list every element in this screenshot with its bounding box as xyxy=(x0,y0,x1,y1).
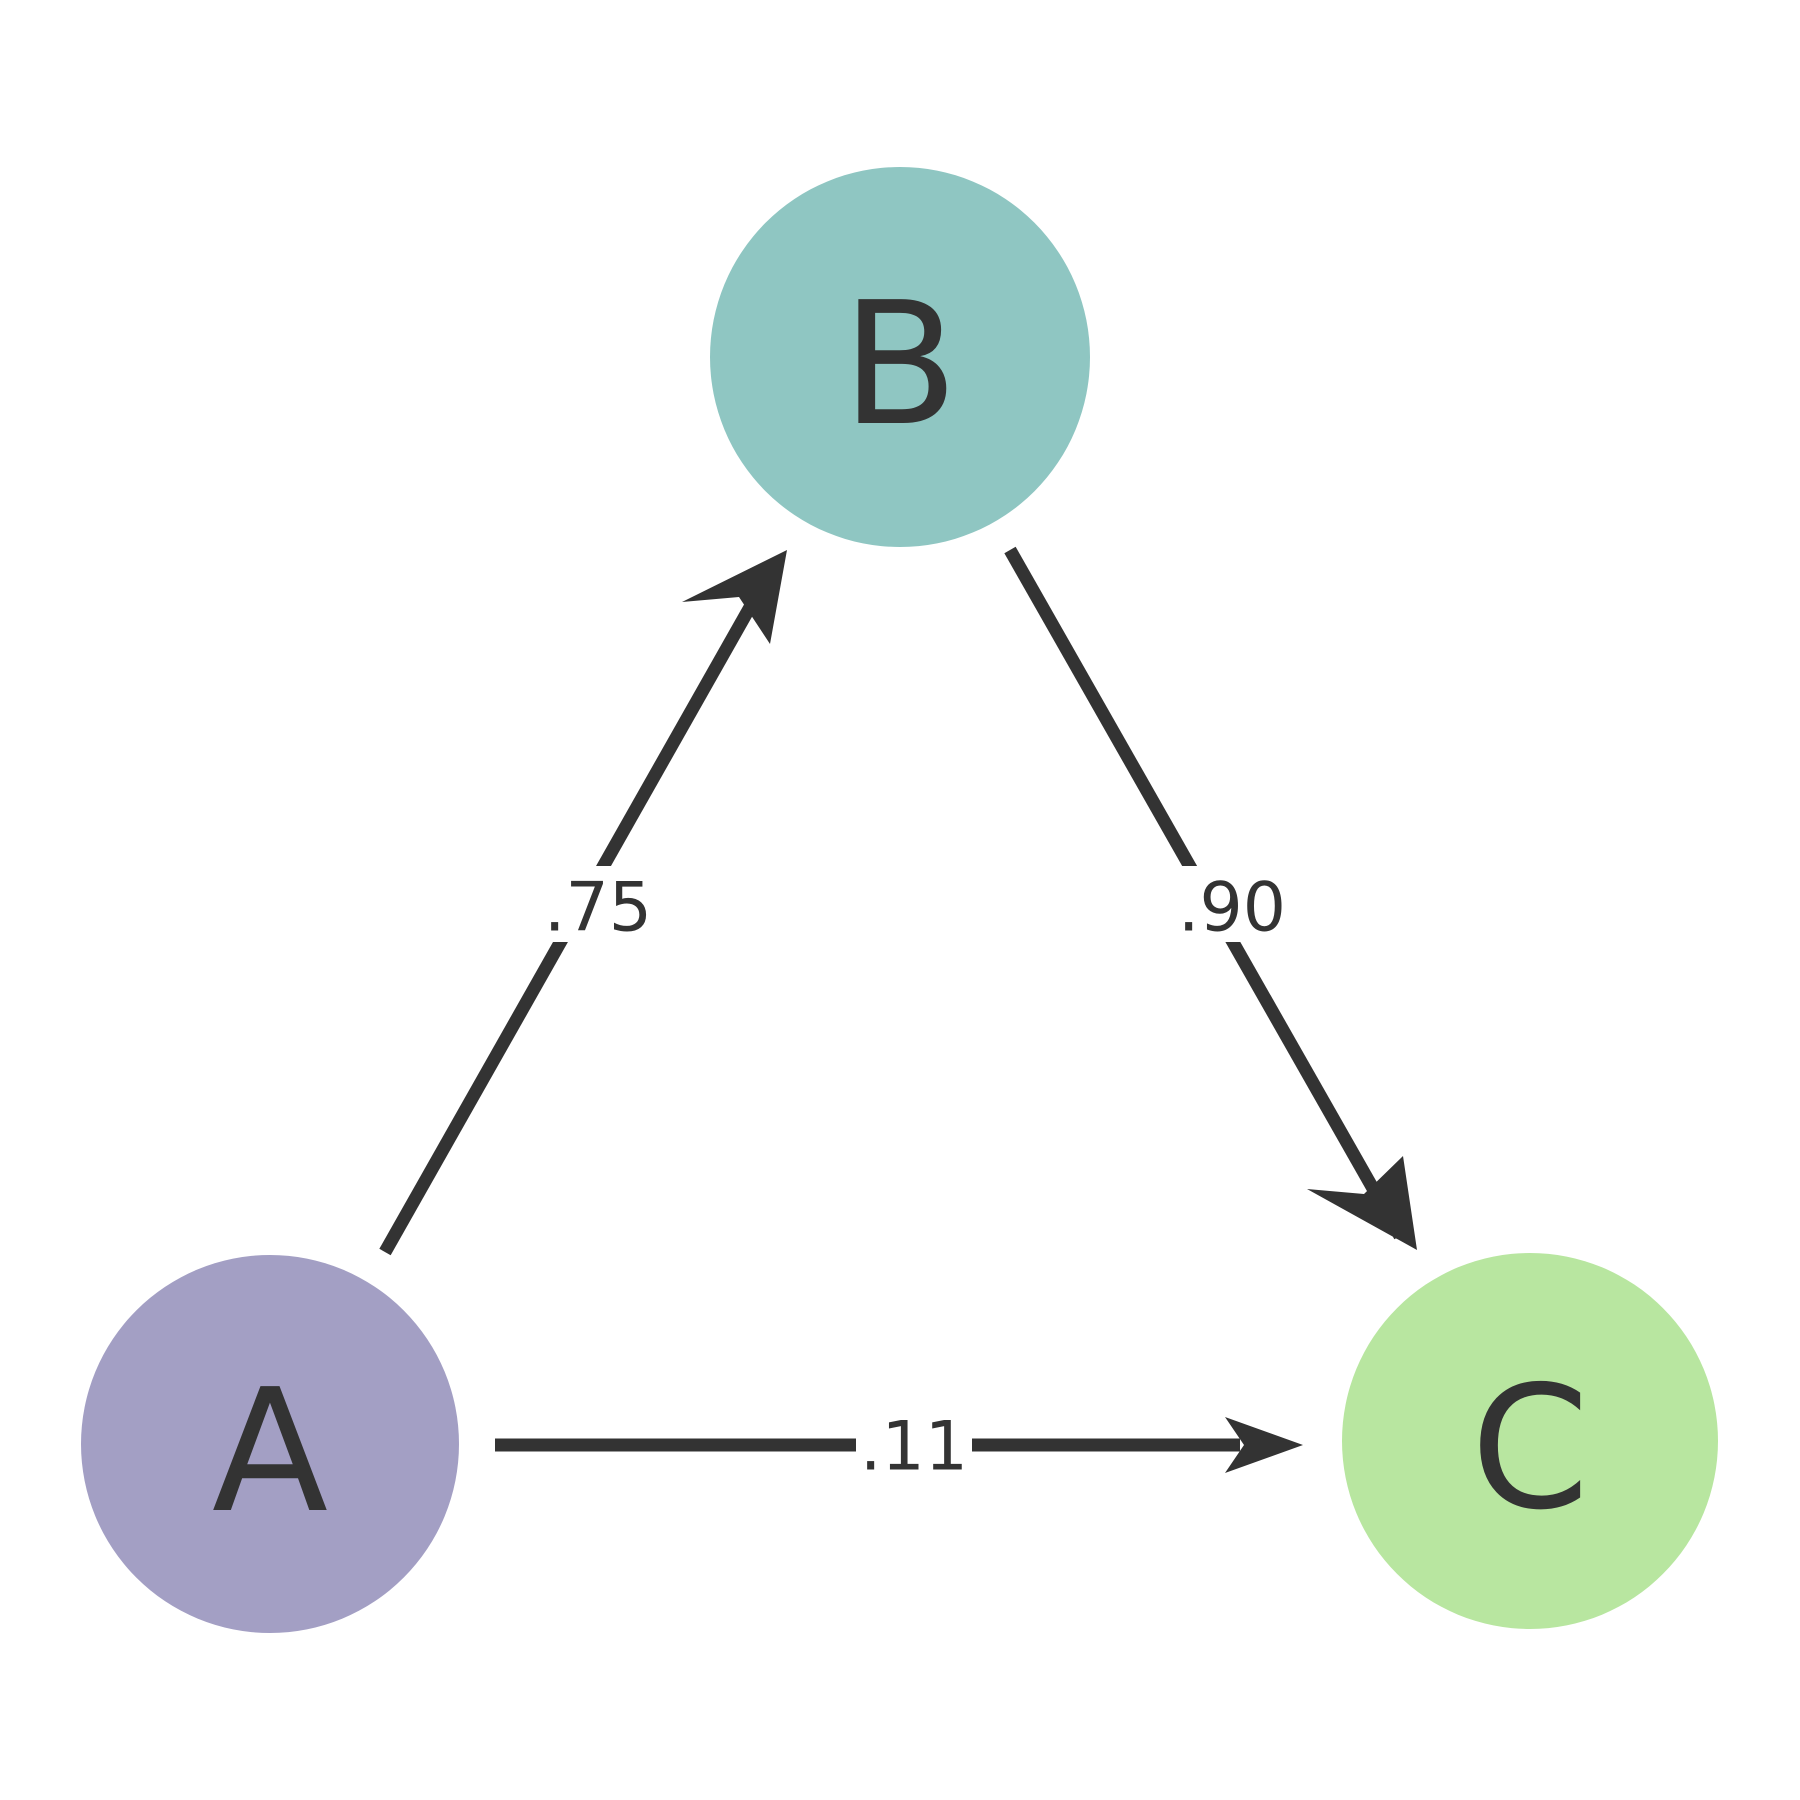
edge-label-a-to-b-text: .75 xyxy=(544,869,652,948)
node-c-circle xyxy=(1342,1253,1718,1629)
node-a-label: A xyxy=(212,1353,328,1551)
edge-label-a-to-c: .11 xyxy=(856,1406,972,1487)
edge-label-b-to-c: .90 xyxy=(1172,866,1292,948)
node-b-circle xyxy=(710,167,1090,547)
node-c[interactable]: C xyxy=(1342,1253,1718,1629)
edge-label-a-to-b-bg xyxy=(538,866,658,942)
edge-a-to-b-arrowhead xyxy=(682,550,787,644)
edge-label-a-to-c-text: .11 xyxy=(860,1408,968,1487)
node-c-label: C xyxy=(1471,1350,1590,1548)
edge-label-a-to-b: .75 xyxy=(538,866,658,948)
edge-label-b-to-c-bg xyxy=(1172,866,1292,942)
node-b-label: B xyxy=(842,266,959,464)
edge-label-b-to-c-text: .90 xyxy=(1178,869,1286,948)
edge-a-to-c-arrowhead xyxy=(1225,1417,1303,1473)
edge-label-a-to-c-bg xyxy=(856,1406,972,1484)
node-b[interactable]: B xyxy=(710,167,1090,547)
edge-b-to-c-arrowhead xyxy=(1307,1156,1417,1250)
node-a[interactable]: A xyxy=(81,1255,459,1633)
node-a-circle xyxy=(81,1255,459,1633)
